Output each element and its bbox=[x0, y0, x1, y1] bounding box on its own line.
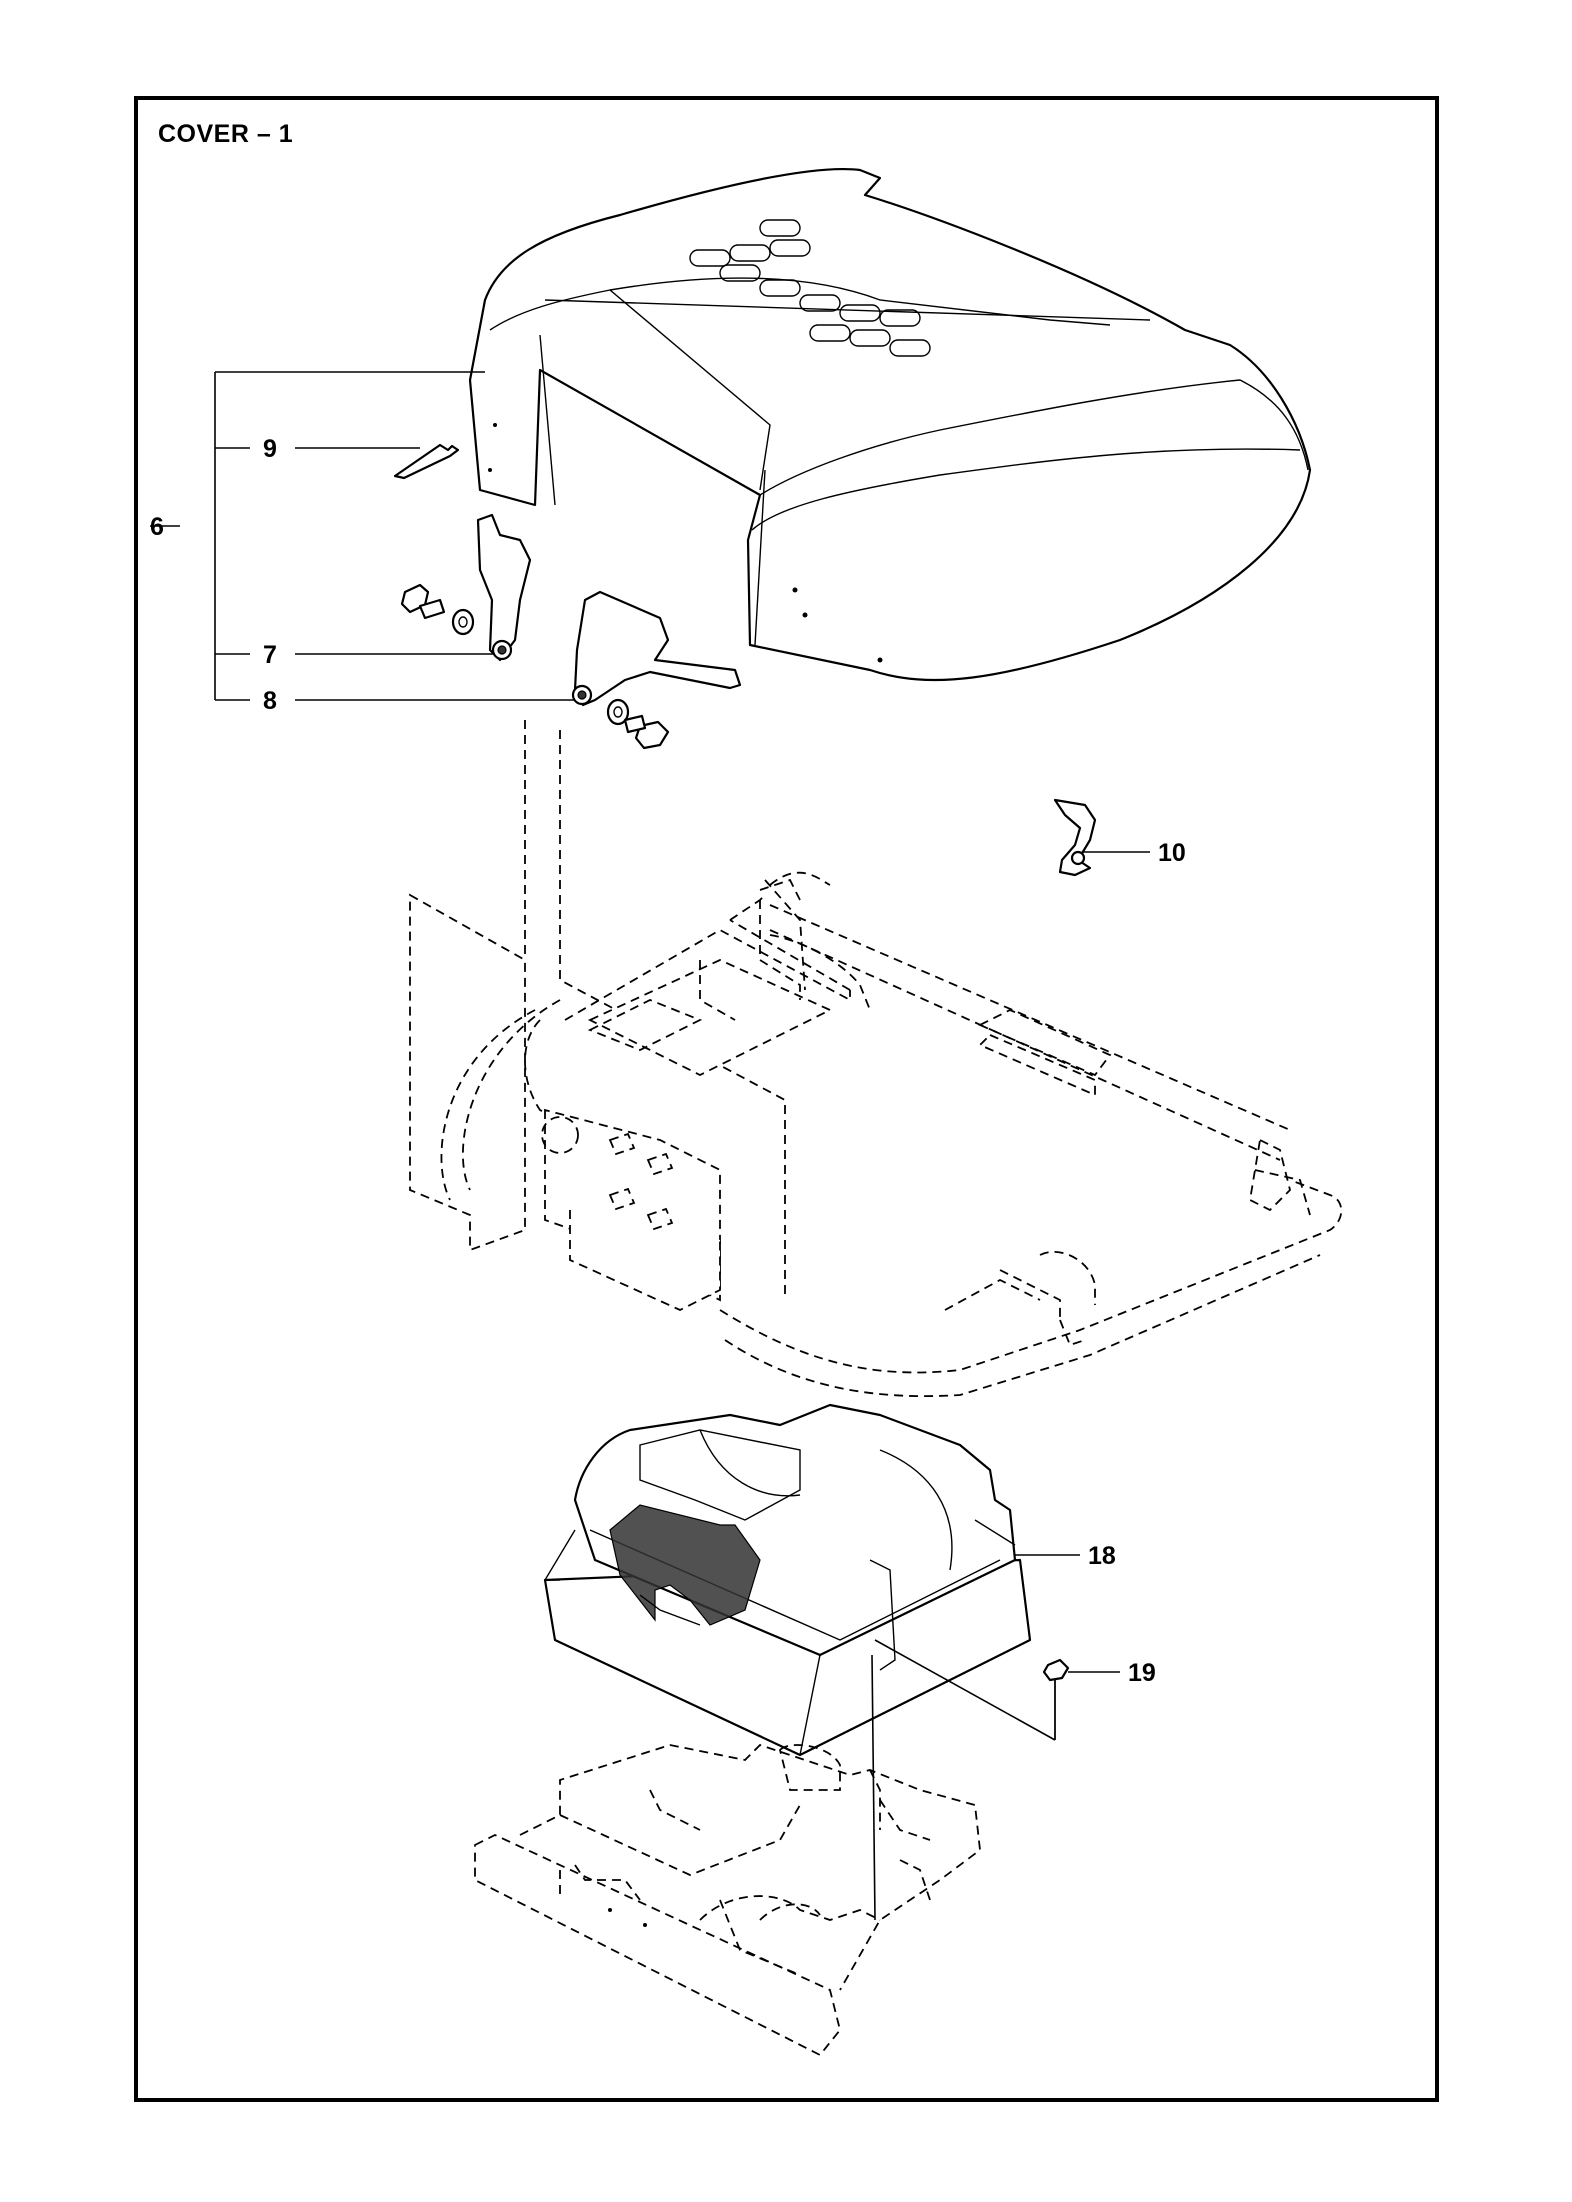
callout-6: 6 bbox=[150, 513, 164, 541]
vent-slots bbox=[689, 219, 931, 357]
page-title: COVER – 1 bbox=[158, 120, 294, 148]
hinge-bracket-part-8[interactable] bbox=[571, 590, 742, 750]
callout-9: 9 bbox=[263, 435, 277, 463]
callout-19: 19 bbox=[1128, 1659, 1156, 1687]
callout-10: 10 bbox=[1158, 839, 1186, 867]
pin-part-9[interactable] bbox=[393, 443, 460, 480]
bolt-left bbox=[400, 583, 446, 620]
callout-8: 8 bbox=[263, 687, 277, 715]
callout-18: 18 bbox=[1088, 1542, 1116, 1570]
base-frame-reference bbox=[474, 1743, 981, 2057]
clip-part-10[interactable] bbox=[1053, 798, 1097, 877]
callout-leaders bbox=[150, 371, 1150, 1921]
electronics-cover-part-18[interactable] bbox=[543, 1403, 1032, 1757]
callout-7: 7 bbox=[263, 641, 277, 669]
main-cover[interactable] bbox=[468, 167, 1312, 682]
bolt-right bbox=[623, 714, 670, 750]
drawing-frame bbox=[134, 96, 1439, 2102]
chassis-frame-reference bbox=[409, 720, 1343, 1398]
callout-numbers: 6 9 7 8 10 18 19 bbox=[150, 435, 1186, 1687]
hinge-bracket-part-7[interactable] bbox=[400, 513, 532, 662]
screw-part-19[interactable] bbox=[1042, 1658, 1070, 1740]
